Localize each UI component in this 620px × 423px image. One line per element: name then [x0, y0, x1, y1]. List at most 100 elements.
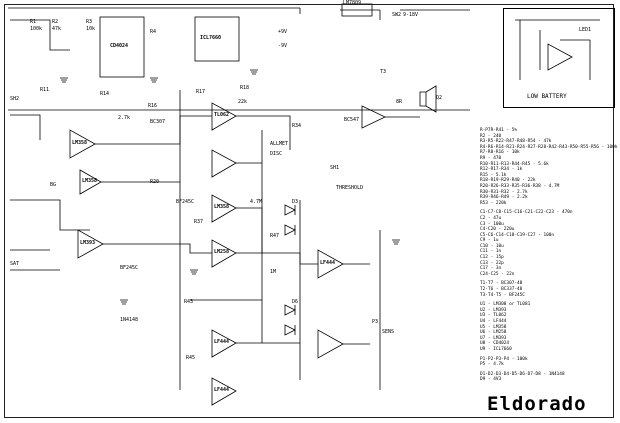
speaker-symbol	[419, 85, 437, 113]
legend-line: R-P7R-R41 - 5%	[480, 128, 518, 133]
low-battery-box	[503, 8, 615, 108]
opamp-u7	[211, 329, 237, 358]
legend-line: C5-C6-C14-C18-C19-C27 - 100n	[480, 232, 555, 238]
minus9-label: -9V	[278, 43, 288, 49]
value-label: 8R	[396, 99, 403, 105]
opamp-tl062-b	[211, 149, 237, 178]
component-label: R37	[194, 219, 204, 225]
value-label: 4.7M	[250, 199, 263, 205]
legend-line: T2-T6 - BC337-48	[480, 287, 523, 293]
component-label: R47	[270, 233, 280, 239]
component-label: R11	[40, 87, 50, 93]
component-label: P3	[372, 319, 379, 325]
legend-line: D9 - 4V3	[480, 377, 502, 383]
value-label: BC307	[150, 119, 166, 125]
signal-allmet: ALLMET	[270, 141, 289, 147]
value-label: BC547	[344, 117, 360, 123]
legend-line: C12 - 15p	[480, 255, 504, 261]
opamp-lowbat	[547, 43, 573, 71]
plus9-label: +9V	[278, 29, 288, 35]
opamp-u6	[211, 102, 237, 131]
diode-network-a	[284, 204, 296, 236]
legend-line: C10 - 10u	[480, 243, 504, 249]
component-label: R20	[150, 179, 160, 185]
component-label: Q2	[436, 95, 443, 101]
component-label: R34	[292, 123, 302, 129]
component-label: R3	[86, 19, 93, 25]
value-label: 100k	[30, 26, 43, 32]
u2-label: LF444	[320, 260, 336, 266]
legend-line: R2 - 240	[480, 133, 502, 139]
legend-line: U7 - LM393	[480, 335, 507, 341]
legend-line: C17 - 3n	[480, 266, 502, 272]
legend-line: R20-R26-R33-R35-R36-R38 - 4.7M	[480, 183, 560, 189]
diode-network-b	[284, 304, 296, 336]
u8-label: LF444	[214, 387, 230, 393]
input-wires	[10, 19, 90, 271]
legend-line: R12-R17-R34 - 1k	[480, 167, 523, 173]
opamp-out	[361, 105, 386, 129]
legend-line: T3-T4-T5 - BF245C	[480, 292, 525, 298]
value-label: 1M	[270, 269, 277, 275]
supply-rail-top	[8, 7, 470, 20]
u9-label: CD4024	[110, 43, 129, 49]
signal-sh2: SH2	[10, 96, 20, 102]
legend-line: T1-T7 - BC307-48	[480, 281, 523, 287]
legend-line: U4 - LF444	[480, 319, 507, 324]
opamp-u3	[211, 194, 237, 223]
switch-label: SW2	[392, 12, 402, 18]
legend-line: U2 - LM393	[480, 307, 507, 313]
component-label: R1	[30, 19, 37, 25]
legend-line: P5 - 4.7k	[480, 362, 504, 368]
value-label: BF245C	[120, 265, 139, 271]
signal-sens: SENS	[382, 329, 395, 335]
legend-line: U6 - LM258	[480, 330, 507, 336]
component-label: R4	[150, 29, 157, 35]
legend-line: C2 - 47u	[480, 215, 502, 221]
component-label: R14	[100, 91, 110, 97]
legend-line: C11 - 1n	[480, 249, 502, 255]
component-label: R18	[240, 85, 250, 91]
u9-ic-body	[99, 16, 145, 78]
signal-disc: DISC	[270, 151, 283, 157]
legend-line: R7-R8-R16 - 10k	[480, 150, 520, 156]
ground-symbols	[60, 69, 400, 305]
value-label: 22k	[238, 99, 248, 105]
regulator-label: LM7809	[343, 0, 362, 6]
u4-label: LM258	[214, 249, 230, 255]
supply-in-label: 9-18V	[403, 12, 419, 18]
signal-sat: SAT	[10, 261, 20, 267]
value-label: BF245C	[176, 199, 195, 205]
legend-line: R3-R5-R22-R47-R48-R54 - 47k	[480, 139, 552, 145]
opamp-u4	[211, 239, 237, 268]
opamp-lm358-mid	[79, 169, 102, 195]
legend-line: C9 - 1u	[480, 238, 499, 244]
legend-line: R39-R46-R49 - 2.2k	[480, 195, 528, 201]
component-label: R45	[186, 355, 196, 361]
legend-line: D1-D2-D3-D4-D5-D6-D7-D8 - 1N4148	[480, 371, 565, 377]
vertical-bus	[179, 90, 381, 390]
component-label: T3	[380, 69, 387, 75]
value-label: 1N4148	[120, 317, 139, 323]
title: Eldorado	[487, 393, 587, 415]
u1-label: LM358	[72, 140, 88, 146]
opamp-u11	[77, 229, 104, 259]
opamp-u8	[211, 377, 237, 406]
u10-label: ICL7660	[200, 35, 222, 41]
opamp-u1	[69, 129, 96, 159]
legend-line: C13 - 22p	[480, 260, 504, 266]
component-label: D3	[292, 199, 299, 205]
value-label: 47k	[52, 26, 62, 32]
component-label: D6	[292, 299, 299, 305]
legend-line: C3 - 100u	[480, 221, 504, 227]
value-label: 10k	[86, 26, 96, 32]
legend-line: U3 - TL062	[480, 313, 507, 319]
signal-led1: LED1	[579, 27, 592, 33]
drawing-frame	[4, 4, 614, 418]
legend-line: C4-C20 - 220u	[480, 227, 515, 233]
legend-line: C1-C7-C8-C15-C16-C21-C22-C23 - 470n	[480, 210, 573, 216]
legend-line: R10-R11-R13-R44-R45 - 5.6k	[480, 161, 549, 167]
signal-bg: BG	[50, 182, 57, 188]
legend-line: R53 - 220k	[480, 200, 507, 206]
